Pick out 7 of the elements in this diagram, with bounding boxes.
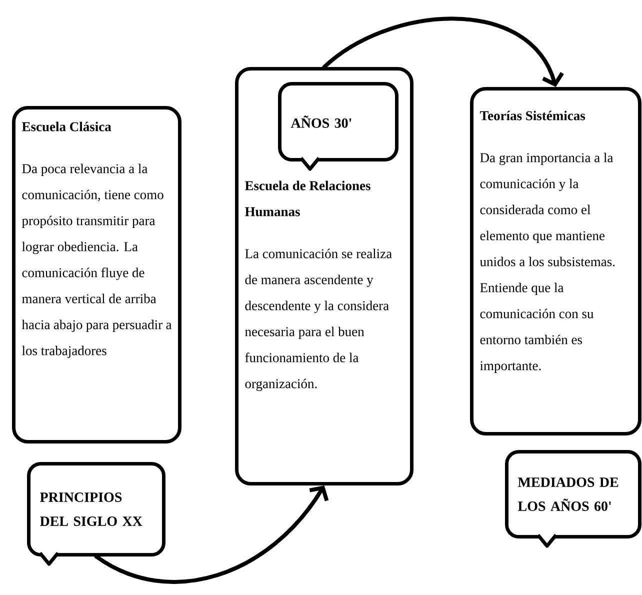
text-box: Escuela Clásica Da poca relevancia a la comunicación, tiene como propósito transmitir para lograr obediencia. La comunicación fluye de manera vertical de arriba hacia abajo para persuadir a los trabajadores (12, 106, 182, 444)
speech-bubble: AÑOS 30' (278, 82, 398, 171)
speech-bubble: PRINCIPIOS DEL SIGLO XX (27, 462, 166, 566)
curved-arrow (322, 16, 564, 87)
text-box: Teorías Sistémicas Da gran importancia a la comunicación y la considerada como el elemento que mantiene unidos a los subsistemas. Entiende que la comunicación con su entorno también es importante. (470, 87, 642, 436)
curved-arrow (94, 486, 329, 584)
speech-bubble: MEDIADOS DE LOS AÑOS 60' (505, 450, 642, 548)
